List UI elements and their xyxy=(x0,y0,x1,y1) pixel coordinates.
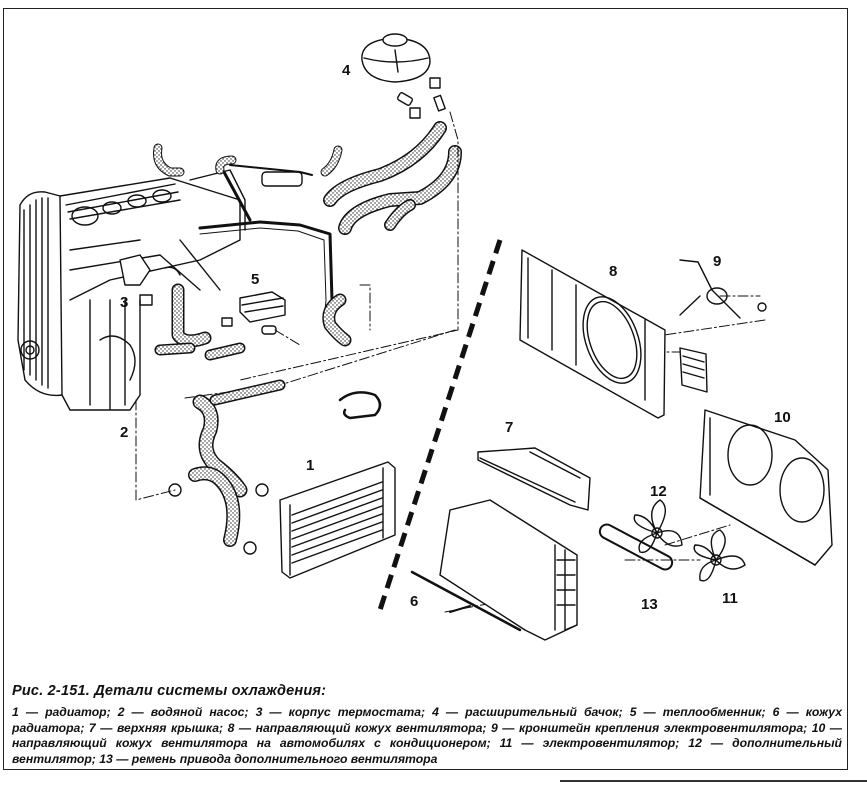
page-rule xyxy=(560,780,867,782)
top-cover xyxy=(477,447,591,511)
auxiliary-fan xyxy=(633,499,683,554)
radiator xyxy=(279,461,396,579)
callout-7: 7 xyxy=(505,419,514,436)
callout-5: 5 xyxy=(251,271,260,288)
radiator-cowl xyxy=(410,499,578,641)
figure-legend: 1 — радиатор; 2 — водяной насос; 3 — кор… xyxy=(12,705,842,766)
callout-3: 3 xyxy=(120,294,129,311)
expansion-tank xyxy=(361,33,446,119)
fan-bracket xyxy=(679,259,767,319)
figure-frame xyxy=(3,8,848,770)
electric-fan xyxy=(693,529,746,582)
callout-2: 2 xyxy=(120,424,129,441)
figure-caption: Рис. 2-151. Детали системы охлаждения: 1… xyxy=(12,683,842,767)
callout-1: 1 xyxy=(306,457,315,474)
callout-8: 8 xyxy=(609,263,618,280)
figure-title: Рис. 2-151. Детали системы охлаждения: xyxy=(12,683,327,699)
callout-12: 12 xyxy=(650,483,667,500)
cooling-system-exploded-diagram xyxy=(17,33,833,641)
callout-11: 11 xyxy=(722,590,738,607)
fan-shroud xyxy=(519,249,708,419)
callout-13: 13 xyxy=(641,596,658,613)
heat-exchanger xyxy=(221,291,286,335)
callout-9: 9 xyxy=(713,253,722,270)
engine-block xyxy=(17,169,246,411)
callout-4: 4 xyxy=(342,62,351,79)
callout-6: 6 xyxy=(410,593,419,610)
callout-10: 10 xyxy=(774,409,791,426)
ac-fan-shroud xyxy=(699,409,833,566)
